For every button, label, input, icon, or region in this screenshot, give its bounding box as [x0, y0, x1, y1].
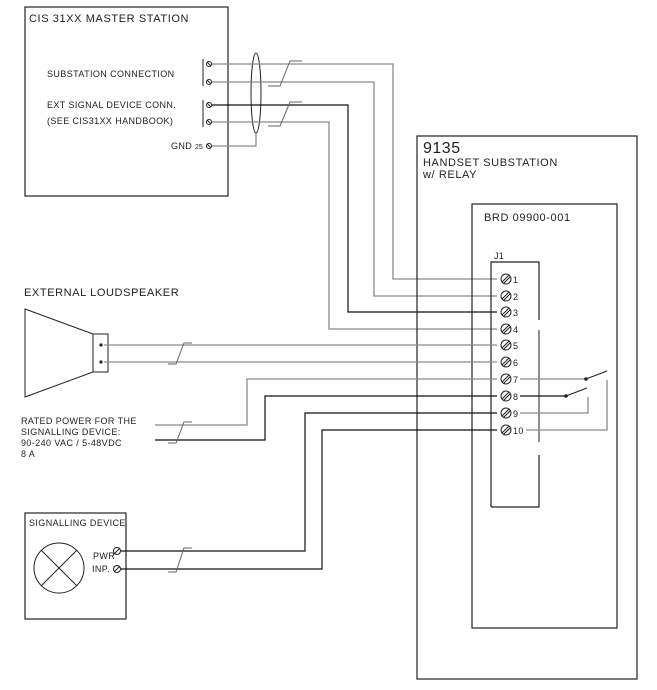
substation: 9135 HANDSET SUBSTATION w/ RELAY BRD 099… [416, 135, 638, 680]
j1-pin-9: 9 [500, 407, 518, 419]
screw-terminal-icon [500, 323, 512, 335]
screw-terminal-icon [500, 290, 512, 302]
j1-pin-2: 2 [500, 290, 518, 302]
terminal-icon [99, 343, 103, 347]
wire-pin-1 [212, 63, 497, 280]
relay-wire-9 [520, 397, 589, 414]
signalling-device-box [24, 512, 127, 620]
pin-number: 8 [513, 392, 518, 402]
j1-pin-10: 10 [500, 424, 524, 436]
wire-pin-4 [212, 121, 497, 330]
master-station-title: CIS 31XX MASTER STATION [29, 13, 189, 25]
screw-terminal-icon [500, 424, 512, 436]
loudspeaker-icon [24, 308, 94, 398]
pin-number: 9 [513, 409, 518, 419]
wire-break-icon [168, 421, 192, 444]
loudspeaker-title: EXTERNAL LOUDSPEAKER [24, 287, 179, 299]
screw-terminal-icon [500, 273, 512, 285]
pin-number: 10 [513, 426, 524, 436]
loudspeaker-terminal-block [92, 333, 109, 373]
relay-wire-10 [526, 380, 608, 431]
j1-pin-4: 4 [500, 323, 518, 335]
power-note-4: 8 A [21, 449, 35, 459]
screw-terminal-icon [500, 373, 512, 385]
pin-number: 7 [513, 375, 518, 385]
wire-pin-9 [121, 412, 497, 552]
relay-switch-icon [565, 387, 588, 397]
terminal-icon [206, 119, 212, 125]
ext-signal-label-2: (SEE CIS31XX HANDBOOK) [47, 116, 173, 126]
gnd-label: GND [171, 141, 192, 151]
power-note-3: 90-240 VAC / 5-48VDC [21, 438, 122, 448]
relay-switch-icon [585, 370, 608, 380]
pin-number: 2 [513, 292, 518, 302]
ext-signal-label-1: EXT SIGNAL DEVICE CONN. [47, 100, 176, 110]
pin-number: 4 [513, 325, 518, 335]
pin-number: 6 [513, 358, 518, 368]
screw-terminal-icon [500, 356, 512, 368]
connector-label: J1 [494, 251, 504, 261]
substation-connection-label: SUBSTATION CONNECTION [47, 69, 175, 79]
terminal-icon [206, 143, 212, 149]
inp-label: INP. [92, 564, 110, 574]
substation-model: 9135 [423, 140, 461, 157]
gnd-wire [212, 133, 257, 147]
signalling-device-title: SIGNALLING DEVICE [29, 518, 126, 528]
master-station-box [24, 6, 229, 197]
pwr-label: PWR [93, 551, 115, 561]
wire-pin-2 [212, 81, 497, 297]
screw-terminal-icon [500, 390, 512, 402]
master-station: CIS 31XX MASTER STATION SUBSTATION CONNE… [24, 6, 229, 197]
wire-break-icon [168, 547, 192, 573]
screw-terminal-icon [500, 306, 512, 318]
power-note-2: SIGNALLING DEVICE: [21, 427, 121, 437]
j1-pin-1: 1 [500, 273, 518, 285]
gnd-pin-number: 25 [195, 144, 203, 151]
substation-desc-1: HANDSET SUBSTATION [423, 157, 558, 169]
terminal-icon [206, 102, 212, 108]
terminal-icon [113, 547, 121, 555]
wire-break-icon [168, 342, 192, 365]
pin-number: 5 [513, 341, 518, 351]
pin-number: 3 [513, 308, 518, 318]
j1-pin-3: 3 [500, 306, 518, 318]
cable-shield-icon [250, 52, 262, 134]
screw-terminal-icon [500, 339, 512, 351]
terminal-icon [206, 79, 212, 85]
screw-terminal-icon [500, 407, 512, 419]
wire-break-icon [268, 101, 302, 127]
terminal-icon [206, 61, 212, 67]
pin-number: 1 [513, 275, 518, 285]
board-label: BRD 09900-001 [484, 212, 571, 224]
power-note-1: RATED POWER FOR THE [21, 416, 137, 426]
wire-pin-3 [212, 104, 497, 313]
board-box [471, 203, 618, 629]
wire-break-icon [268, 60, 302, 87]
lamp-icon [33, 542, 85, 594]
j1-pin-5: 5 [500, 339, 518, 351]
terminal-icon [99, 360, 103, 364]
connector-box [490, 261, 540, 507]
substation-box [416, 135, 638, 680]
wire-pin-7 [155, 378, 497, 426]
substation-desc-2: w/ RELAY [422, 169, 477, 181]
terminal-icon [113, 565, 121, 573]
j1-pin-6: 6 [500, 356, 518, 368]
connector-box-edge [491, 455, 540, 508]
j1-pin-8: 8 [500, 390, 518, 402]
wire-pin-8 [155, 395, 497, 441]
wire-pin-10 [121, 429, 497, 570]
j1-pin-7: 7 [500, 373, 518, 385]
